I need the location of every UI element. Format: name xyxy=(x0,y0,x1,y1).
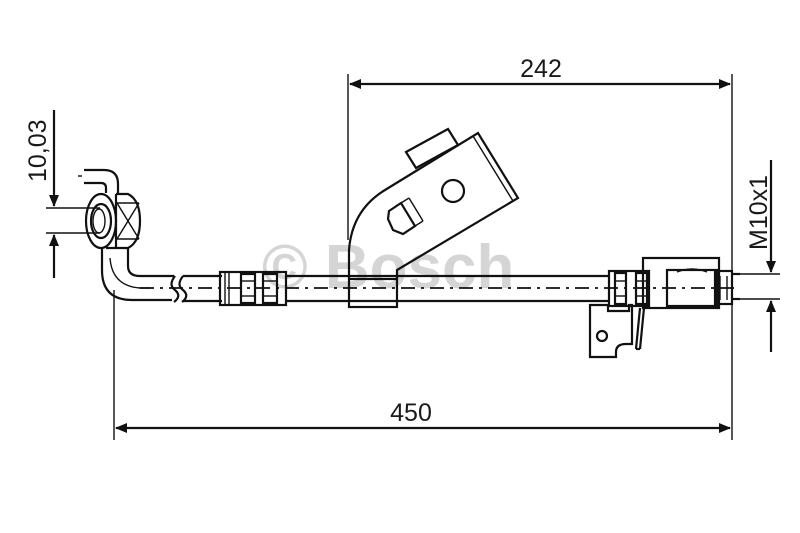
dimension-m10x1: M10x1 xyxy=(732,160,780,352)
watermark-text: © Bosch xyxy=(262,233,514,302)
threaded-fitting-right xyxy=(588,256,740,359)
banjo-fitting-left xyxy=(78,168,174,302)
dimension-242-label: 242 xyxy=(520,55,562,83)
crimp-ferrule-left xyxy=(218,270,288,307)
dimension-m10x1-label: M10x1 xyxy=(745,175,773,250)
dimension-242: 242 xyxy=(347,55,733,440)
watermark: © Bosch xyxy=(262,233,514,302)
dimension-450-label: 450 xyxy=(390,399,432,427)
dimension-10-03-label: 10,03 xyxy=(24,119,52,182)
dimension-10-03: 10,03 xyxy=(24,110,100,278)
dimension-450: 450 xyxy=(113,290,731,440)
hose-break-symbol xyxy=(170,275,188,303)
mounting-bracket xyxy=(347,127,520,309)
